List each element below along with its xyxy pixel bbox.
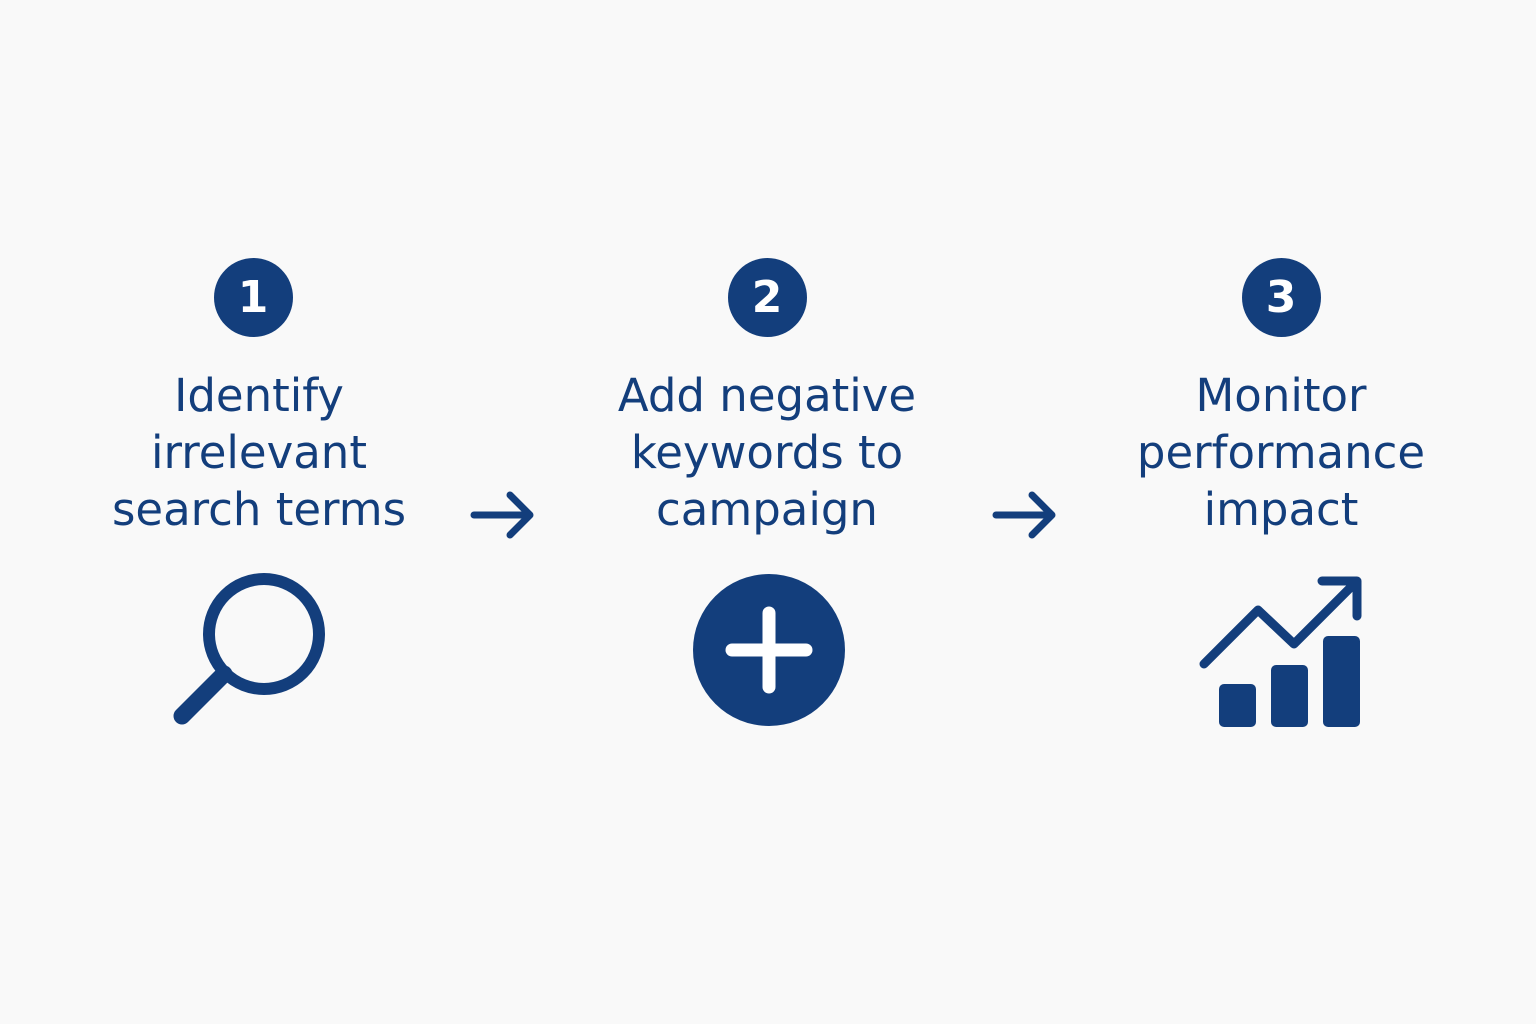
step-number: 1: [237, 271, 269, 323]
step-label-line: impact: [1203, 483, 1359, 536]
step-number-badge: 3: [1241, 258, 1321, 337]
arrow-right-icon: [992, 491, 1056, 539]
step-label-line: Monitor: [1195, 369, 1367, 422]
step-number-badge: 2: [727, 258, 807, 337]
step-2: 2 Add negative keywords to campaign: [597, 258, 937, 539]
step-label-line: search terms: [111, 483, 407, 536]
step-number: 2: [751, 271, 783, 323]
step-label: Add negative keywords to campaign: [597, 367, 937, 539]
plus-circle-icon: [693, 574, 845, 726]
step-1: 1 Identify irrelevant search terms: [83, 258, 423, 539]
step-label-line: irrelevant: [151, 426, 367, 479]
step-3: 3 Monitor performance impact: [1111, 258, 1451, 539]
trending-up-chart-icon: [1199, 576, 1362, 727]
step-label-line: performance: [1136, 426, 1426, 479]
step-number-badge: 1: [213, 258, 293, 337]
arrow-right-icon: [470, 491, 534, 539]
step-label-line: keywords to: [630, 426, 904, 479]
step-label-line: Add negative: [617, 369, 917, 422]
search-icon: [173, 573, 325, 725]
step-label-line: campaign: [656, 483, 878, 536]
step-number: 3: [1265, 271, 1297, 323]
step-label: Identify irrelevant search terms: [89, 367, 429, 539]
step-label-line: Identify: [174, 369, 344, 422]
step-label: Monitor performance impact: [1111, 367, 1451, 539]
